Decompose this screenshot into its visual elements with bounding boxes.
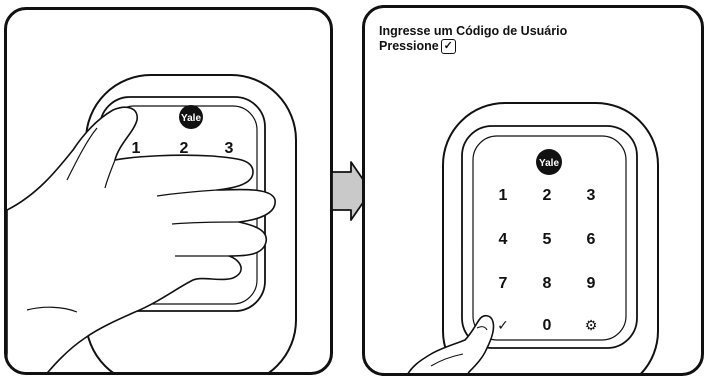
yale-logo (536, 149, 562, 175)
key-3: 3 (587, 187, 596, 204)
yale-logo-text: Yale (181, 113, 201, 124)
keypad-plate (461, 125, 638, 349)
finger-fill (407, 314, 495, 373)
key-5: 5 (543, 231, 552, 248)
yale-logo (179, 105, 203, 129)
lock-housing (442, 102, 659, 373)
fingernail-line (476, 326, 488, 331)
key-2: 2 (543, 187, 552, 204)
hand-fill (7, 106, 276, 372)
wrist-line (26, 306, 78, 313)
finger-line-2 (171, 221, 240, 225)
hand-crease (104, 159, 116, 189)
key-2: 2 (180, 140, 189, 157)
key-7: 7 (499, 275, 508, 292)
instruction-line-2: Pressione ✓ (379, 39, 567, 54)
keypad-inner-plate (472, 135, 627, 341)
right-lock-illustration: Yale 1 2 3 4 5 6 7 8 9 ✓ 0 ⚙ (407, 102, 659, 373)
right-illustration-panel: Ingresse um Código de Usuário Pressione … (362, 5, 704, 376)
gear-icon: ⚙ (585, 318, 598, 334)
key-1: 1 (499, 187, 508, 204)
keypad-keys: 1 2 3 4 5 6 7 8 9 ✓ 0 ⚙ (497, 187, 597, 334)
key-6: 6 (587, 231, 596, 248)
finger-crease (430, 353, 464, 367)
key-3: 3 (225, 140, 234, 157)
instruction-press-label: Pressione (379, 39, 439, 53)
yale-logo-text: Yale (539, 158, 559, 169)
finger-illustration (407, 314, 495, 373)
key-9: 9 (587, 275, 596, 292)
key-4: 4 (499, 231, 508, 248)
instruction-line-1: Ingresse um Código de Usuário (379, 24, 568, 38)
right-arrow-icon (331, 161, 372, 221)
key-8: 8 (543, 275, 552, 292)
key-1: 1 (132, 140, 141, 157)
thumb-line (66, 127, 98, 181)
finger-line-1 (156, 189, 218, 197)
check-icon: ✓ (440, 39, 456, 54)
left-illustration-panel: Yale 1 2 3 0 ⚙ (4, 7, 333, 375)
key-0: 0 (543, 317, 552, 334)
hand-illustration (7, 106, 276, 372)
instruction-text: Ingresse um Código de Usuário Pressione … (379, 24, 567, 54)
check-icon: ✓ (497, 318, 509, 334)
left-lock-illustration: Yale 1 2 3 0 ⚙ (7, 74, 297, 372)
